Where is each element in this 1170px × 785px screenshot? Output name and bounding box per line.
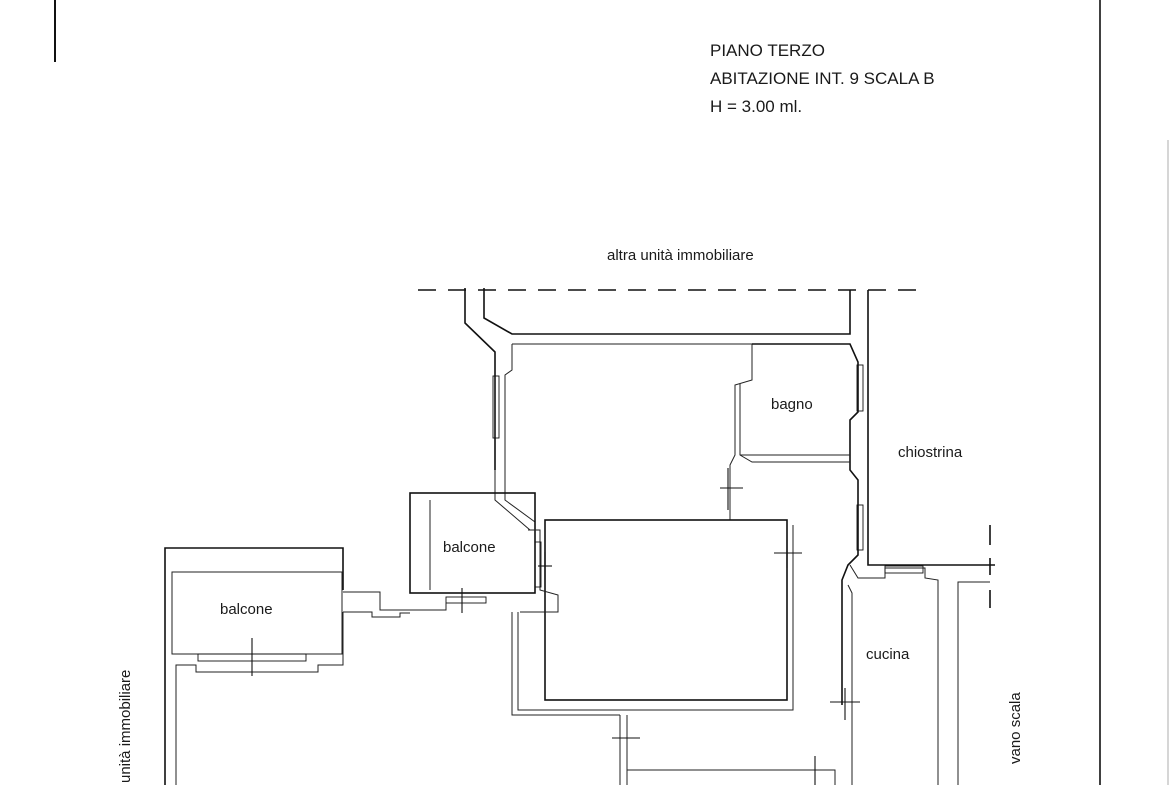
room-label-balcone-left: balcone <box>220 601 273 618</box>
upper-balcony <box>409 492 559 613</box>
top-neighbor-label: altra unità immobiliare <box>607 247 754 264</box>
left-neighbor-label: unità immobiliare <box>117 670 134 783</box>
room-label-bagno: bagno <box>771 396 813 413</box>
lower-walls <box>612 468 836 785</box>
living-room-walls <box>511 519 802 716</box>
plan-header: PIANO TERZO ABITAZIONE INT. 9 SCALA B H … <box>710 41 935 116</box>
room-label-cucina: cucina <box>866 646 910 663</box>
stair-walls <box>957 525 991 785</box>
left-balcony <box>164 547 447 785</box>
room-label-chiostrina: chiostrina <box>898 444 963 461</box>
room-label-vano-scala: vano scala <box>1007 692 1024 764</box>
room-label-balcone-upper: balcone <box>443 539 496 556</box>
upper-walls <box>464 288 995 705</box>
kitchen-walls <box>830 564 939 785</box>
header-height: H = 3.00 ml. <box>710 97 802 116</box>
header-floor: PIANO TERZO <box>710 41 825 60</box>
header-unit: ABITAZIONE INT. 9 SCALA B <box>710 69 935 88</box>
